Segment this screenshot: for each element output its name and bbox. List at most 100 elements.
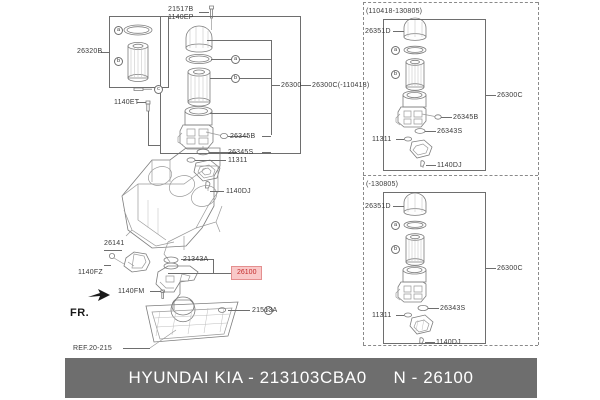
v2-leader-26343s xyxy=(428,308,439,309)
footer-ref-number: 26100 xyxy=(423,368,474,387)
leader-26100-b xyxy=(213,273,231,274)
label-26300c-range: 26300C(-110418) xyxy=(312,82,370,89)
label-21343a: 21343A xyxy=(183,256,209,263)
footer-text: HYUNDAI KIA - 213103CBA0 N - 26100 xyxy=(128,368,473,388)
leader-21513a xyxy=(228,310,250,311)
v1-label-26300c: 26300C xyxy=(497,92,523,99)
v2-label-26343s: 26343S xyxy=(440,305,466,312)
label-1140et: 1140ET xyxy=(114,99,140,106)
footer-separator-1: - xyxy=(248,368,255,387)
variant-1-artwork xyxy=(396,18,441,168)
label-1140fz: 1140FZ xyxy=(78,269,103,276)
v1-leader-11311 xyxy=(396,139,404,140)
v2-label-11311: 11311 xyxy=(372,312,392,319)
v2-leader-26351d xyxy=(393,206,404,207)
kit-box-parts xyxy=(124,25,152,91)
footer-brand: HYUNDAI KIA xyxy=(128,368,243,387)
variant-2-box xyxy=(383,192,486,344)
v1-label-26343s: 26343S xyxy=(437,128,463,135)
main-filter-assembly xyxy=(178,6,228,191)
leader-26100-a xyxy=(181,259,213,260)
variant-2-date-range: (-130805) xyxy=(366,181,399,188)
variant-2-artwork xyxy=(396,193,433,345)
label-26345s: 26345S xyxy=(228,149,254,156)
v2-leader-1140dj xyxy=(425,342,435,343)
leader-element xyxy=(210,78,271,79)
leader-26100-v xyxy=(213,259,214,273)
fr-arrow-icon xyxy=(88,289,110,301)
label-21513a: 21513A xyxy=(252,307,278,314)
v2-marker-a: a xyxy=(391,221,400,230)
bracket-26300-tick xyxy=(271,85,280,86)
v1-leader-26345b xyxy=(441,117,452,118)
v2-label-1140dj: 1140DJ xyxy=(436,339,461,346)
marker-c-pan: c xyxy=(264,306,273,315)
marker-a-kit: a xyxy=(114,26,123,35)
leader-26345s-2 xyxy=(262,152,271,153)
label-26300: 26300 xyxy=(281,82,302,89)
label-26320b: 26320B xyxy=(77,48,103,55)
v1-leader-26343s xyxy=(425,131,436,132)
marker-c-kit: c xyxy=(154,85,163,94)
leader-cap xyxy=(207,40,271,41)
variant-divider-right xyxy=(538,2,539,345)
v1-label-26351d: 26351D xyxy=(365,28,391,35)
leader-1140et-v xyxy=(148,111,149,145)
variant-1-date-range: (110418-130805) xyxy=(366,8,423,15)
label-1140fm: 1140FM xyxy=(118,288,145,295)
label-26345b: 26345B xyxy=(230,133,256,140)
marker-b-main: b xyxy=(231,74,240,83)
leader-ref xyxy=(123,348,150,349)
variant-2-leader xyxy=(486,268,496,269)
v1-marker-a: a xyxy=(391,46,400,55)
label-1140dj: 1140DJ xyxy=(226,188,251,195)
v1-label-11311: 11311 xyxy=(372,136,392,143)
v1-label-1140dj: 1140DJ xyxy=(437,162,462,169)
variant-divider-mid xyxy=(363,175,538,176)
oil-pan xyxy=(146,302,238,348)
variant-divider-bottom xyxy=(363,345,538,346)
label-fr-orientation: FR. xyxy=(70,307,90,319)
marker-b-kit: b xyxy=(114,57,123,66)
leader-26300c xyxy=(301,85,311,86)
leader-26320b xyxy=(101,52,110,53)
leader-26141 xyxy=(104,250,122,251)
v1-leader-26351d xyxy=(393,31,404,32)
leader-26100-c xyxy=(168,273,213,274)
label-11311: 11311 xyxy=(228,157,248,164)
variant-divider-left xyxy=(363,2,364,345)
leader-1140et xyxy=(137,102,146,103)
leader-26345b-2 xyxy=(262,136,271,137)
bracket-26300 xyxy=(271,40,272,135)
leader-21517b xyxy=(199,12,209,13)
v2-label-26300c: 26300C xyxy=(497,265,523,272)
v1-label-26345b: 26345B xyxy=(453,114,479,121)
footer-part-number: 213103CBA0 xyxy=(259,368,367,387)
leader-26345s xyxy=(209,152,237,153)
leader-1140fm xyxy=(150,291,161,292)
bolt-1140et xyxy=(146,101,150,111)
sensor-26141 xyxy=(109,252,150,272)
leader-housing xyxy=(210,113,271,114)
v2-label-26351d: 26351D xyxy=(365,203,391,210)
variant-divider-top xyxy=(363,2,538,3)
label-1140ep: 1140EP xyxy=(168,14,194,21)
label-ref-note: REF.20-215 xyxy=(73,345,112,352)
label-26141: 26141 xyxy=(104,240,125,247)
variant-1-leader xyxy=(486,95,496,96)
leader-1140fz xyxy=(104,265,111,266)
v2-marker-b: b xyxy=(391,245,400,254)
marker-a-main: a xyxy=(231,55,240,64)
footer-ref-prefix: N xyxy=(393,368,407,387)
footer-separator-2: - xyxy=(411,368,418,387)
v1-leader-1140dj xyxy=(426,165,436,166)
leader-11311 xyxy=(195,160,226,161)
leader-1140et-h2 xyxy=(148,145,160,146)
leader-26345b xyxy=(228,136,248,137)
oil-pump-assembly xyxy=(156,257,198,322)
v1-marker-b: b xyxy=(391,70,400,79)
footer-bar: HYUNDAI KIA - 213103CBA0 N - 26100 xyxy=(65,358,537,398)
v2-leader-11311 xyxy=(396,315,404,316)
